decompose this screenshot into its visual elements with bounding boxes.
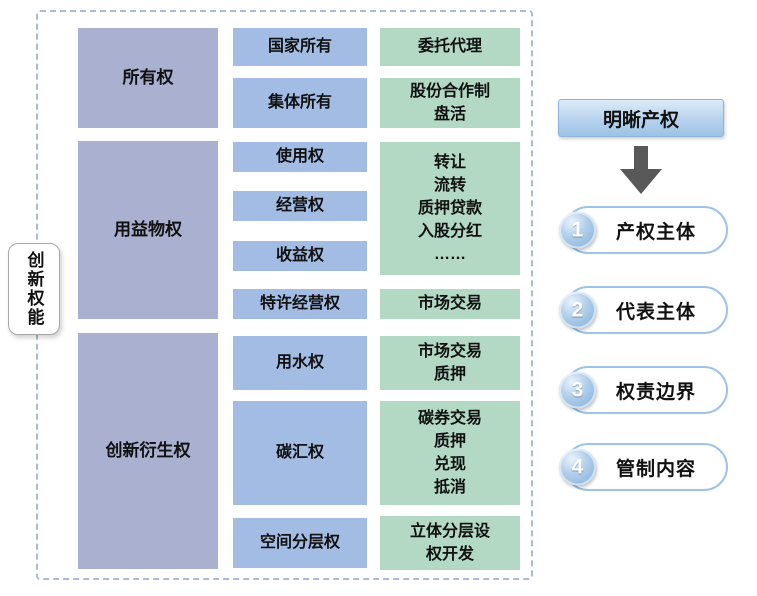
number-2-badge: 2 (559, 291, 596, 329)
right-box-use-right: 使用权 (233, 142, 367, 172)
mechanism-box-carbon-voucher-trade: 碳券交易 质押 兑现 抵消 (380, 401, 520, 505)
number-1-badge: 1 (559, 211, 596, 249)
mechanism-box-market-trade: 市场交易 (380, 289, 520, 319)
clarify-item-rights-responsibility-boundary: 3 权责边界 (559, 366, 728, 414)
clarify-item-regulation-content: 4 管制内容 (559, 443, 728, 491)
right-box-management-right: 经营权 (233, 191, 367, 221)
number-4-badge: 4 (559, 448, 596, 486)
pill-label: 产权主体 (615, 221, 696, 243)
pill-label: 权责边界 (615, 381, 696, 403)
mechanism-box-share-cooperation: 股份合作制 盘活 (380, 78, 520, 128)
number-3-badge: 3 (559, 371, 596, 409)
right-box-collective-ownership: 集体所有 (233, 78, 367, 128)
mechanism-box-entrusted-agency: 委托代理 (380, 28, 520, 66)
group-box-ownership: 所有权 (78, 28, 218, 128)
right-box-franchise-right: 特许经营权 (233, 289, 367, 319)
group-box-innovative-derived-right: 创新衍生权 (78, 333, 218, 569)
mechanism-box-layered-development: 立体分层设 权开发 (380, 516, 520, 570)
group-box-usufruct-right: 用益物权 (78, 141, 218, 319)
mechanism-box-market-trade-pledge: 市场交易 质押 (380, 336, 520, 390)
right-box-water-use-right: 用水权 (233, 336, 367, 390)
clarify-item-property-right-subject: 1 产权主体 (559, 206, 728, 254)
pill-label: 代表主体 (615, 301, 696, 323)
clarify-property-rights-header: 明晰产权 (558, 99, 724, 137)
pill-label: 管制内容 (615, 458, 696, 480)
mechanism-box-transfer-circulation: 转让 流转 质押贷款 入股分红 …… (380, 142, 520, 275)
side-label-innovation-rights: 创新权能 (8, 243, 60, 335)
right-box-income-right: 收益权 (233, 241, 367, 271)
right-box-state-ownership: 国家所有 (233, 28, 367, 66)
right-box-spatial-layer-right: 空间分层权 (233, 518, 367, 568)
down-arrow-icon (620, 146, 662, 194)
right-box-carbon-sink-right: 碳汇权 (233, 401, 367, 505)
clarify-item-representative-subject: 2 代表主体 (559, 286, 728, 334)
